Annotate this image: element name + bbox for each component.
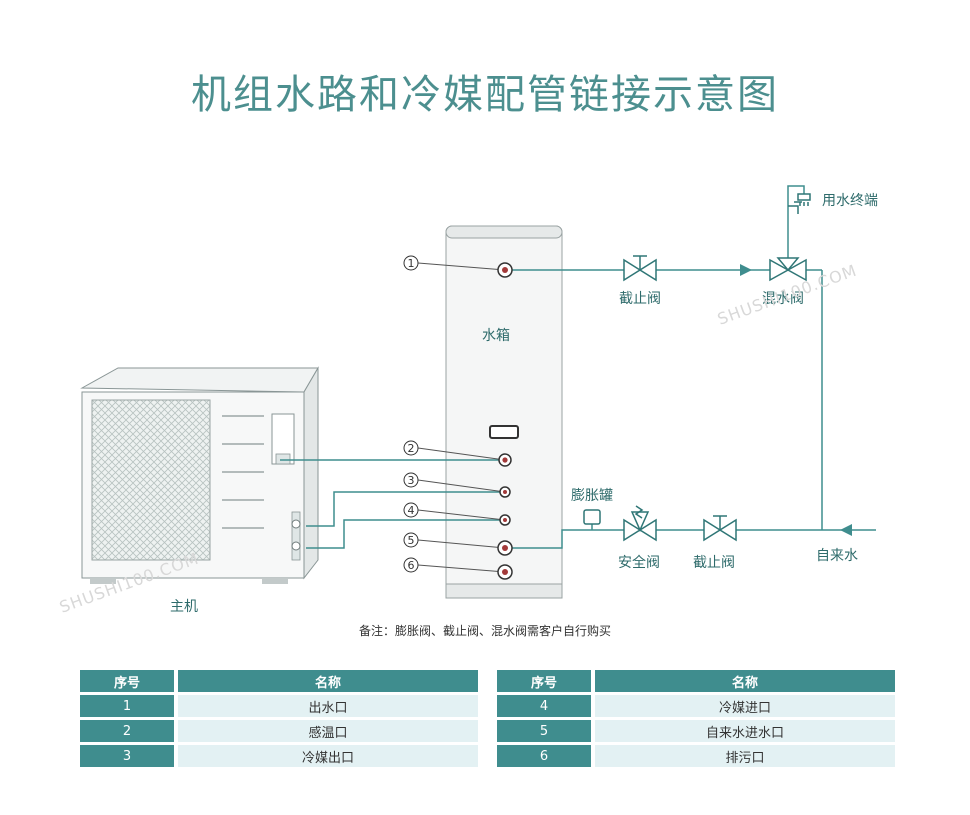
flow-arrows [740,264,852,536]
expansion-tank-label: 膨胀罐 [571,487,613,504]
fan-grille [91,399,211,561]
page-title: 机组水路和冷媒配管链接示意图 [191,72,779,118]
port-4-core [503,518,507,522]
callout-4: 4 [408,504,415,517]
faucet-icon [788,201,802,214]
callout-2: 2 [408,442,415,455]
safety-valve-label: 安全阀 [618,554,660,571]
row-no: 6 [497,745,591,767]
expansion-tank-icon [583,509,601,525]
port-callouts: 1 2 3 4 5 6 [403,255,419,573]
row-name: 冷媒进口 [595,695,895,717]
tap-water-label: 自来水 [816,548,858,564]
port-1-core [502,267,508,273]
row-no: 1 [80,695,174,717]
port-6-core [502,569,508,575]
callout-5: 5 [408,534,415,547]
table-row: 6 排污口 [497,745,895,767]
refrigerant-connectors [291,511,301,561]
table-row: 3 冷媒出口 [80,745,478,767]
row-no: 3 [80,745,174,767]
host-label: 主机 [170,599,198,615]
safety-valve-icon [623,505,657,542]
header-name: 名称 [178,670,478,692]
port-leaders [417,262,506,573]
table-row: 2 感温口 [80,720,478,742]
footnote: 备注：膨胀阀、截止阀、混水阀需客户自行购买 [358,624,611,638]
callout-3: 3 [408,474,415,487]
stop-valve-top-icon [623,255,657,282]
table-row: 5 自来水进水口 [497,720,895,742]
end-use-label: 用水终端 [822,193,878,209]
stop-valve-top-label: 截止阀 [619,291,661,307]
row-name: 自来水进水口 [595,720,895,742]
header-no: 序号 [80,670,174,692]
callout-6: 6 [408,559,415,572]
legend-header-row: 序号 名称 [80,670,478,692]
legend-header-row: 序号 名称 [497,670,895,692]
tank-ports [497,262,513,580]
shower-head-icon [797,193,811,206]
mixing-valve-label: 混水阀 [762,291,804,307]
host-unit [80,366,319,584]
port-5-core [502,545,508,551]
callout-1: 1 [408,257,415,270]
stop-valve-bottom-icon [703,515,737,542]
header-name: 名称 [595,670,895,692]
legend-table-right: 序号 名称 4 冷媒进口 5 自来水进水口 6 排污口 [497,667,895,770]
row-name: 出水口 [178,695,478,717]
table-row: 4 冷媒进口 [497,695,895,717]
flow-arrow-in-icon [840,524,852,536]
row-name: 感温口 [178,720,478,742]
row-name: 冷媒出口 [178,745,478,767]
row-no: 2 [80,720,174,742]
table-row: 1 出水口 [80,695,478,717]
flow-arrow-out-icon [740,264,752,276]
header-no: 序号 [497,670,591,692]
tank-display [489,425,519,439]
row-no: 4 [497,695,591,717]
port-2-core [502,457,508,463]
port-3-core [503,490,507,494]
row-no: 5 [497,720,591,742]
row-name: 排污口 [595,745,895,767]
stop-valve-bottom-label: 截止阀 [693,555,735,571]
water-tank [445,225,563,599]
mixing-valve-icon [769,257,807,282]
tank-label: 水箱 [482,328,510,344]
legend-table-left: 序号 名称 1 出水口 2 感温口 3 冷媒出口 [80,667,478,770]
